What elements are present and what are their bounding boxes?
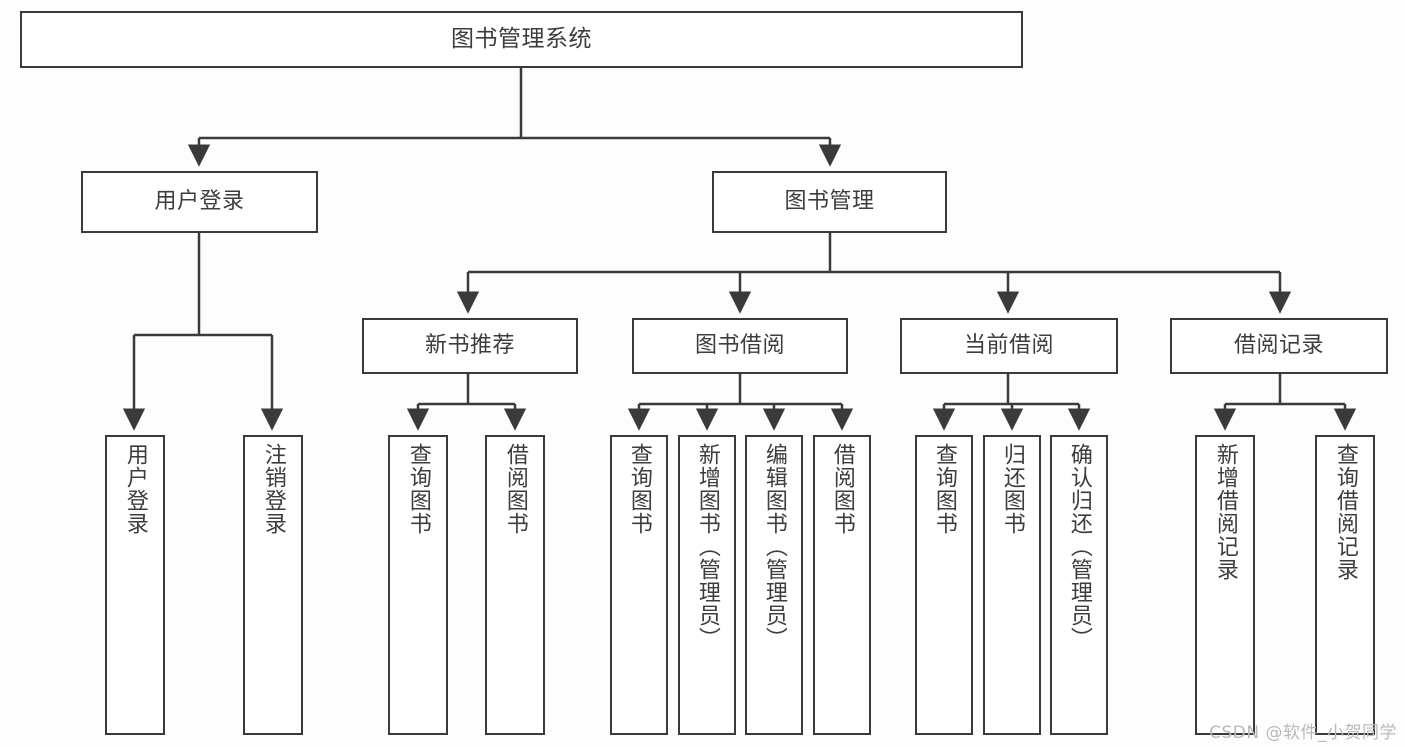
node-leaf-user-login[interactable]: 用户登录 <box>105 435 165 735</box>
node-leaf-query-book-1[interactable]: 查询图书 <box>388 435 448 735</box>
node-leaf-borrow-book-2[interactable]: 借阅图书 <box>813 435 871 735</box>
node-current-borrow[interactable]: 当前借阅 <box>900 318 1118 374</box>
node-label: 编辑图书（管理员） <box>761 443 787 650</box>
node-label: 图书管理系统 <box>451 25 592 52</box>
node-leaf-add-borrow-record[interactable]: 新增借阅记录 <box>1195 435 1255 735</box>
watermark-text: CSDN @软件_小贺同学 <box>1209 723 1397 743</box>
node-leaf-query-book-3[interactable]: 查询图书 <box>915 435 973 735</box>
node-label: 归还图书 <box>999 443 1025 535</box>
node-leaf-query-borrow-record[interactable]: 查询借阅记录 <box>1315 435 1375 735</box>
node-label: 查询图书 <box>931 443 957 535</box>
node-label: 查询图书 <box>405 443 431 535</box>
node-label: 新增图书（管理员） <box>694 443 720 650</box>
node-borrow-record[interactable]: 借阅记录 <box>1170 318 1388 374</box>
node-leaf-return-book[interactable]: 归还图书 <box>983 435 1041 735</box>
node-leaf-borrow-book-1[interactable]: 借阅图书 <box>485 435 545 735</box>
node-label: 借阅图书 <box>829 443 855 535</box>
node-label: 当前借阅 <box>963 333 1054 359</box>
node-label: 注销登录 <box>260 443 286 535</box>
node-label: 确认归还（管理员） <box>1066 443 1092 650</box>
node-root-book-management-system[interactable]: 图书管理系统 <box>20 11 1023 68</box>
node-label: 借阅图书 <box>502 443 528 535</box>
node-label: 用户登录 <box>122 443 148 535</box>
node-new-book-recommend[interactable]: 新书推荐 <box>362 318 578 374</box>
node-label: 用户登录 <box>154 189 245 215</box>
node-leaf-logout[interactable]: 注销登录 <box>243 435 303 735</box>
node-label: 新书推荐 <box>424 333 515 359</box>
node-leaf-edit-book[interactable]: 编辑图书（管理员） <box>745 435 803 735</box>
node-leaf-confirm-return[interactable]: 确认归还（管理员） <box>1050 435 1108 735</box>
node-leaf-query-book-2[interactable]: 查询图书 <box>610 435 668 735</box>
node-label: 查询借阅记录 <box>1332 443 1358 581</box>
node-leaf-add-book[interactable]: 新增图书（管理员） <box>678 435 736 735</box>
node-label: 图书借阅 <box>694 333 785 359</box>
node-label: 新增借阅记录 <box>1212 443 1238 581</box>
node-label: 借阅记录 <box>1233 333 1324 359</box>
node-label: 查询图书 <box>626 443 652 535</box>
node-book-borrow[interactable]: 图书借阅 <box>632 318 848 374</box>
node-label: 图书管理 <box>784 189 875 215</box>
node-book-management[interactable]: 图书管理 <box>712 171 947 233</box>
node-user-login[interactable]: 用户登录 <box>81 171 318 233</box>
